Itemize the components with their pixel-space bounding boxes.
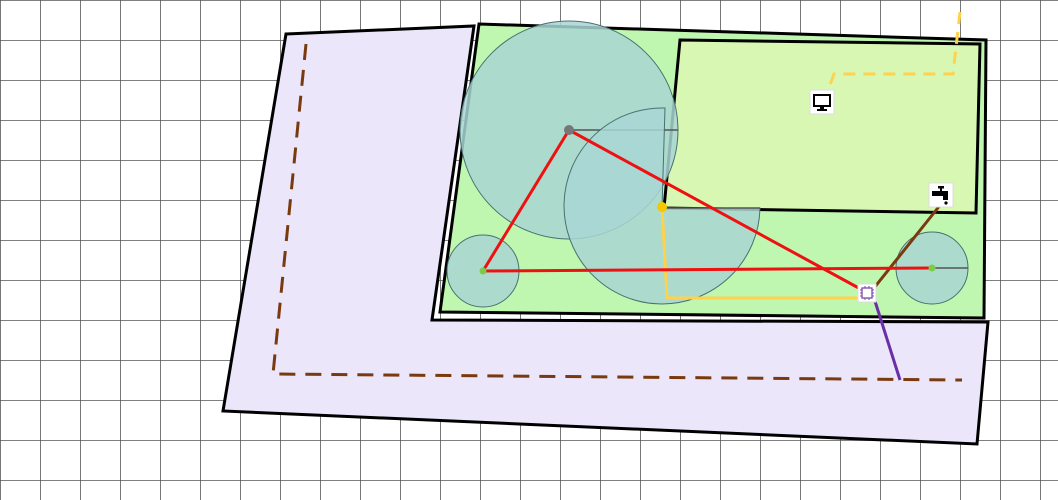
node-gray[interactable] bbox=[564, 125, 574, 135]
red-link-diagonal[interactable] bbox=[568, 128, 867, 294]
yellow-link[interactable] bbox=[660, 206, 866, 300]
purple-link[interactable] bbox=[872, 297, 902, 381]
outer-zone[interactable] bbox=[221, 24, 990, 446]
node-yellow[interactable] bbox=[657, 202, 667, 212]
brown-link[interactable] bbox=[868, 198, 947, 294]
monitor-icon[interactable] bbox=[809, 89, 835, 115]
controller-chip-icon[interactable] bbox=[857, 283, 877, 303]
faucet-icon[interactable] bbox=[928, 182, 954, 208]
node-green-left[interactable] bbox=[479, 267, 487, 275]
brown-dashed-path[interactable] bbox=[271, 43, 963, 382]
node-green-right[interactable] bbox=[928, 264, 936, 272]
yellow-dashed-path[interactable] bbox=[823, 11, 962, 99]
